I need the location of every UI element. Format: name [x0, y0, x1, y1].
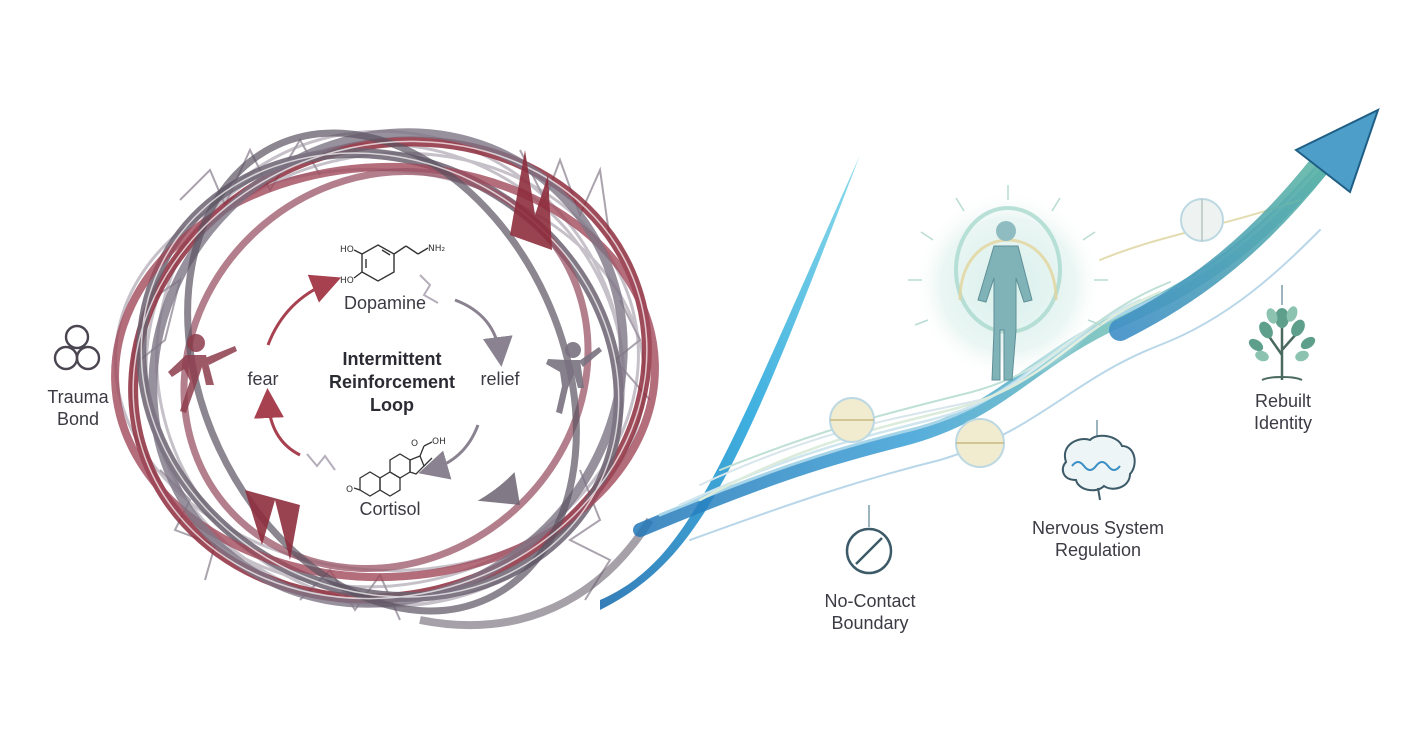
milestone-no-contact-line1: No-Contact — [824, 591, 916, 611]
glowing-person-icon — [908, 185, 1108, 381]
fear-label: fear — [247, 369, 279, 389]
milestone-nervous-system-label: Nervous System Regulation — [1020, 517, 1176, 561]
cortisol-molecule-icon — [353, 441, 433, 497]
loop-title-line2: Reinforcement — [328, 372, 456, 392]
trauma-bond-knot-icon — [53, 324, 101, 371]
milestone-nervous-system-line2: Regulation — [1054, 540, 1142, 560]
milestone-rebuilt-identity-line1: Rebuilt — [1254, 391, 1312, 411]
cycle-arrows — [253, 274, 513, 480]
milestone-rebuilt-identity-line2: Identity — [1253, 413, 1313, 433]
cortisol-group-o-top: O — [411, 439, 418, 449]
upward-arrow-icon — [1109, 108, 1380, 341]
cortisol-group-oh: OH — [432, 437, 446, 447]
relief-label: relief — [480, 369, 520, 389]
loop-title-line3: Loop — [370, 395, 414, 415]
milestone-dots — [829, 198, 1224, 468]
dopamine-molecule-icon — [353, 244, 429, 282]
cortisol-group-o-left: O — [346, 485, 353, 495]
milestone-no-contact-label: No-Contact Boundary — [800, 590, 940, 634]
no-entry-icon — [845, 505, 893, 575]
milestone-no-contact-line2: Boundary — [831, 613, 909, 633]
brain-icon — [1061, 420, 1136, 501]
distressed-figure-icon — [168, 334, 237, 413]
dopamine-group-nh2: NH₂ — [428, 244, 446, 254]
struggling-figure-icon — [546, 342, 602, 414]
milestone-rebuilt-identity-label: Rebuilt Identity — [1236, 390, 1330, 434]
cortisol-label: Cortisol — [359, 499, 421, 519]
tree-icon — [1248, 285, 1316, 381]
trauma-bond-label-line2: Bond — [56, 409, 100, 429]
milestone-nervous-system-line1: Nervous System — [1031, 518, 1165, 538]
dopamine-group-ho-bottom: HO — [340, 276, 354, 286]
trauma-bond-label-line1: Trauma — [47, 387, 109, 407]
dopamine-group-ho-top: HO — [340, 245, 354, 255]
dopamine-label: Dopamine — [343, 293, 427, 313]
loop-title: Intermittent Reinforcement Loop — [318, 348, 466, 417]
trauma-bond-label: Trauma Bond — [36, 386, 120, 430]
transition-streak — [419, 155, 860, 630]
loop-title-line1: Intermittent — [342, 349, 442, 369]
